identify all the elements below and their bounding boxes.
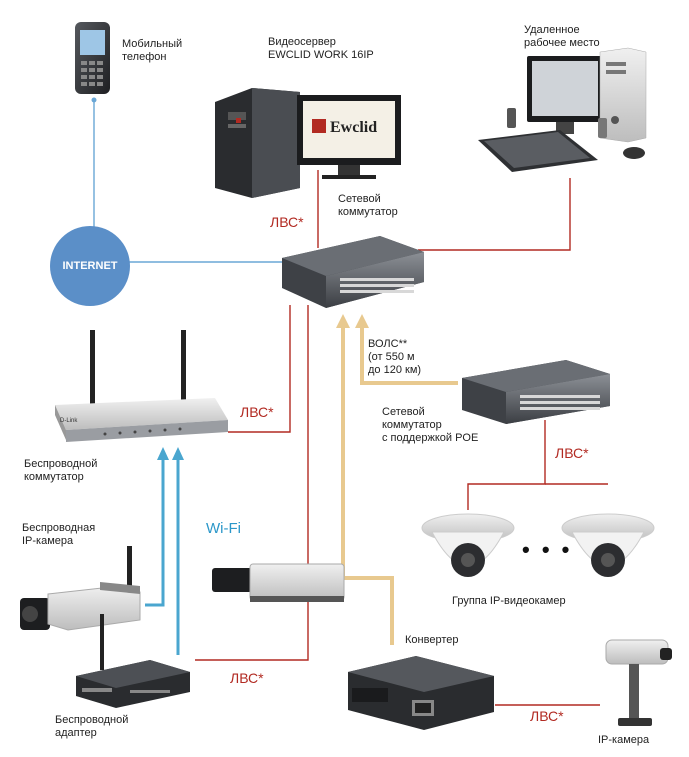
wifi-label: Wi-Fi	[206, 520, 241, 537]
network-switch-icon	[282, 236, 424, 308]
ip-camera-label: IP-камера	[598, 734, 650, 746]
mobile-phone-label: Мобильный телефон	[122, 38, 183, 63]
poe-switch-icon	[462, 360, 610, 424]
wireless-camera-icon	[20, 546, 141, 631]
poe-switch-fiber	[360, 325, 458, 385]
brand-logo: Ewclid	[330, 119, 377, 136]
camera-router-wifi	[145, 458, 165, 607]
poe-camera-link	[467, 420, 546, 510]
wifi-arrowhead-1	[157, 447, 169, 460]
box-camera-icon	[212, 563, 345, 602]
fiber-arrows	[336, 314, 458, 645]
network-switch-label: Сетевой коммутатор	[338, 193, 398, 218]
router-switch-link	[228, 305, 291, 433]
wifi-arrowhead-2	[172, 447, 184, 460]
camera-group-label: Группа IP-видеокамер	[452, 595, 566, 607]
adapter-switch-link	[195, 305, 309, 661]
router-brand-label: D-Link	[60, 418, 78, 424]
connection-lines	[91, 97, 608, 706]
fiber-arrowhead-2	[355, 314, 369, 328]
lan-label-poe: ЛВС*	[555, 445, 589, 461]
wireless-camera-label: Беспроводная IP-камера	[22, 522, 96, 547]
monitor-icon: Ewclid	[297, 95, 401, 179]
video-server-label: Видеосервер EWCLID WORK 16IP	[268, 36, 374, 61]
wireless-switch-label: Беспроводной коммутатор	[24, 458, 98, 483]
dome-camera-icon	[421, 513, 515, 577]
desktop-computer-icon	[478, 47, 647, 172]
converter-switch-fiber	[341, 325, 394, 645]
remote-workstation-label: Удаленное рабочее место	[524, 24, 600, 49]
workstation-switch-link	[418, 178, 571, 251]
lan-label-adapter: ЛВС*	[230, 670, 264, 686]
poe-switch-label: Сетевой коммутатор с поддержкой POE	[382, 406, 479, 444]
media-converter-icon	[348, 656, 494, 730]
wifi-arrows	[145, 447, 184, 655]
fiber-note-label: ВОЛС** (от 550 м до 120 км)	[368, 338, 422, 376]
wireless-adapter-icon	[76, 614, 190, 708]
mobile-phone-icon	[75, 22, 110, 94]
fiber-arrowhead-1	[336, 314, 350, 328]
converter-label: Конвертер	[405, 634, 459, 646]
internet-label: INTERNET	[51, 227, 129, 305]
ip-camera-icon	[605, 639, 672, 726]
camera-group-ellipsis: • • •	[522, 537, 573, 562]
phone-link-dot	[91, 97, 97, 103]
lan-label-server: ЛВС*	[270, 214, 304, 230]
lan-label-ipcamera: ЛВС*	[530, 708, 564, 724]
lan-label-router: ЛВС*	[240, 404, 274, 420]
wireless-router-icon: D-Link	[55, 330, 228, 442]
wireless-adapter-label: Беспроводной адаптер	[55, 714, 129, 739]
dome-camera-icon	[561, 513, 655, 577]
server-tower-icon	[215, 88, 300, 198]
